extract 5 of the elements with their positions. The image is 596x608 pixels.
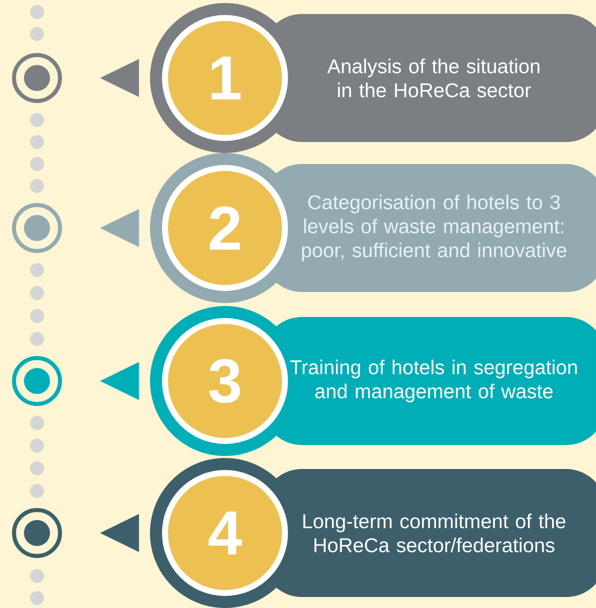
arrow	[100, 59, 140, 97]
target-icon	[12, 508, 62, 558]
arrow	[100, 362, 140, 400]
arrow	[100, 209, 140, 247]
arrow	[100, 514, 140, 552]
